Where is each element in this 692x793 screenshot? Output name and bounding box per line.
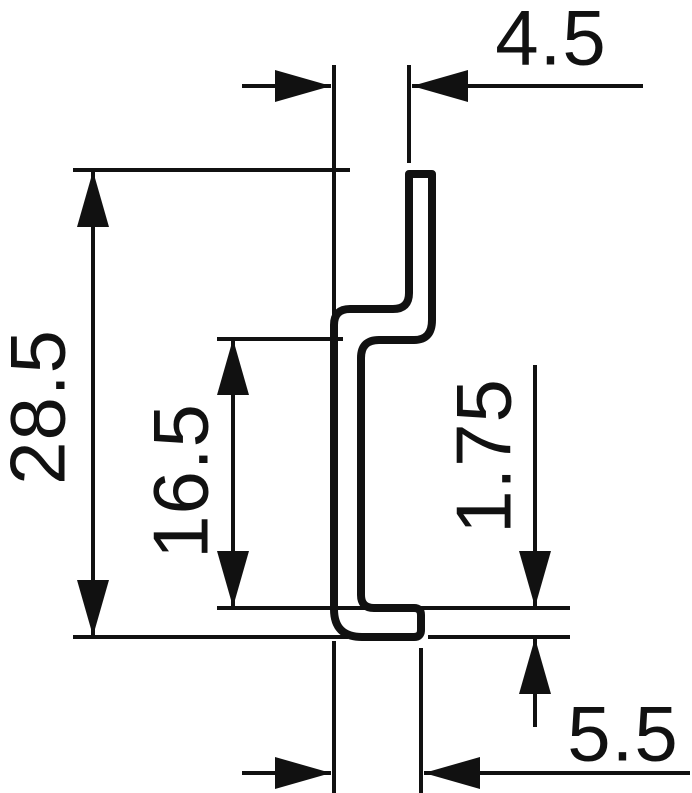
arrowhead-right-icon (275, 757, 331, 789)
dimension-label: 4.5 (495, 0, 606, 81)
arrowhead-left-icon (424, 757, 480, 789)
arrowhead-up-icon (217, 339, 249, 395)
dimension-label: 16.5 (136, 403, 224, 559)
dimension-label: 28.5 (0, 329, 81, 485)
dimension-inner-height: 16.5 (136, 339, 249, 607)
arrowhead-down-icon (217, 551, 249, 607)
dimension-bottom-offset: 5.5 (242, 689, 690, 789)
arrowhead-down-icon (77, 580, 109, 636)
dimension-label: 1.75 (439, 378, 527, 534)
dimension-top-offset: 4.5 (242, 0, 643, 102)
arrowhead-up-icon (519, 638, 551, 694)
dimension-overall-height: 28.5 (0, 171, 109, 636)
arrowhead-right-icon (275, 70, 331, 102)
dimension-material-thickness: 1.75 (439, 365, 551, 727)
arrowhead-down-icon (519, 551, 551, 607)
arrowhead-up-icon (77, 171, 109, 227)
arrowhead-left-icon (412, 70, 468, 102)
dimension-label: 5.5 (567, 689, 678, 777)
profile-outline (330, 170, 436, 641)
